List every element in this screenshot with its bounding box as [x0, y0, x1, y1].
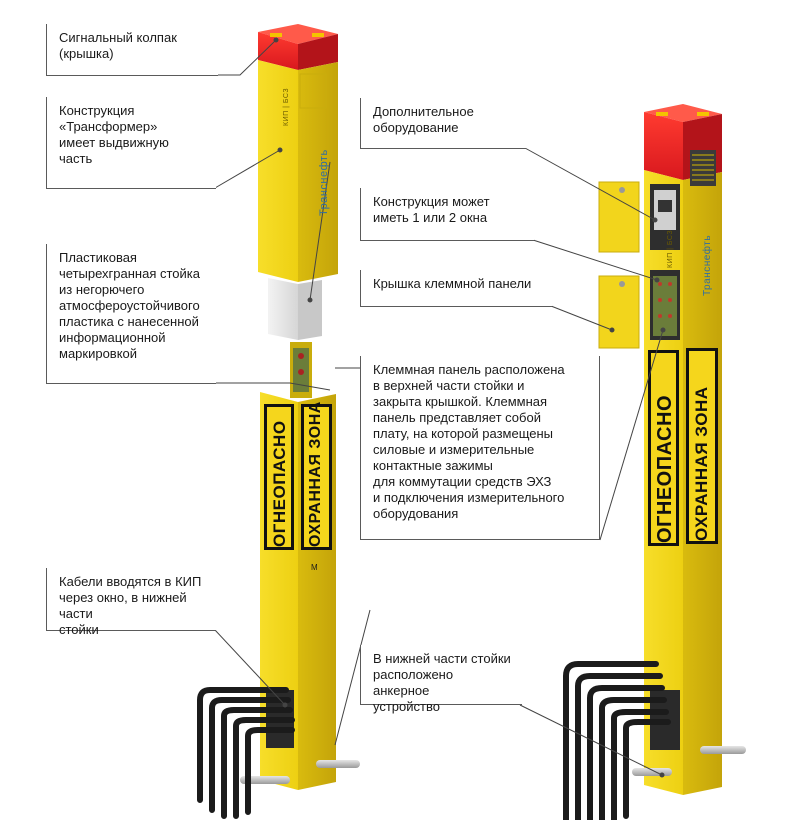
callout-cables: Кабели вводятся в КИП через окно, в нижн… — [46, 568, 216, 637]
left-post — [197, 24, 360, 819]
callout-signal-cap: Сигнальный колпак (крышка) — [46, 24, 218, 76]
left-fire-hazard-label: ОГНЕОПАСНО — [270, 420, 289, 547]
callout-terminal-panel-text: Клеммная панель расположена в верхней ча… — [373, 362, 565, 521]
left-terminal-board — [290, 342, 312, 398]
left-brand-label: Транснефть — [318, 149, 330, 216]
callout-plastic-post: Пластиковая четырехгранная стойка из нег… — [46, 244, 216, 384]
callout-transformer-text: Конструкция «Трансформер» имеет выдвижну… — [59, 103, 169, 166]
callout-terminal-panel: Клеммная панель расположена в верхней ча… — [360, 356, 600, 540]
right-fire-hazard-label: ОГНЕОПАСНО — [654, 395, 676, 543]
callout-additional-equipment: Дополнительное оборудование — [360, 98, 526, 149]
right-anchor-rod-left — [632, 768, 672, 776]
callout-plastic-post-text: Пластиковая четырехгранная стойка из нег… — [59, 250, 200, 361]
right-brand-label: Транснефть — [702, 234, 713, 296]
left-white-extension — [268, 278, 322, 340]
left-security-zone-label: ОХРАННАЯ ЗОНА — [307, 401, 324, 547]
detached-terminal-cover — [598, 275, 640, 349]
callout-terminal-cover-text: Крышка клеммной панели — [373, 276, 532, 291]
callout-additional-equipment-text: Дополнительное оборудование — [373, 104, 474, 135]
callout-windows: Конструкция может иметь 1 или 2 окна — [360, 188, 534, 241]
callout-windows-text: Конструкция может иметь 1 или 2 окна — [373, 194, 490, 225]
right-cables — [563, 661, 671, 820]
detached-window-cover — [598, 181, 640, 253]
leader-lines — [214, 37, 666, 778]
callout-cables-text: Кабели вводятся в КИП через окно, в нижн… — [59, 574, 202, 637]
right-upper-window — [650, 184, 680, 250]
right-security-zone-label: ОХРАННАЯ ЗОНА — [692, 386, 711, 541]
callout-anchor-text: В нижней части стойки расположено анкерн… — [373, 651, 511, 714]
callout-anchor: В нижней части стойки расположено анкерн… — [360, 645, 522, 714]
callout-signal-cap-text: Сигнальный колпак (крышка) — [59, 30, 177, 61]
left-post-code: КИП | БСЗ — [283, 87, 290, 126]
right-terminal-window — [650, 270, 680, 340]
left-marker-label: М — [311, 563, 318, 572]
callout-transformer: Конструкция «Трансформер» имеет выдвижну… — [46, 97, 216, 189]
callout-terminal-cover: Крышка клеммной панели — [360, 270, 552, 307]
left-upper-section — [258, 60, 338, 282]
left-cables — [197, 687, 295, 819]
right-post-code: КИП | БСЗ — [667, 229, 674, 268]
right-post — [563, 104, 746, 820]
right-anchor-rod-right — [700, 746, 746, 754]
